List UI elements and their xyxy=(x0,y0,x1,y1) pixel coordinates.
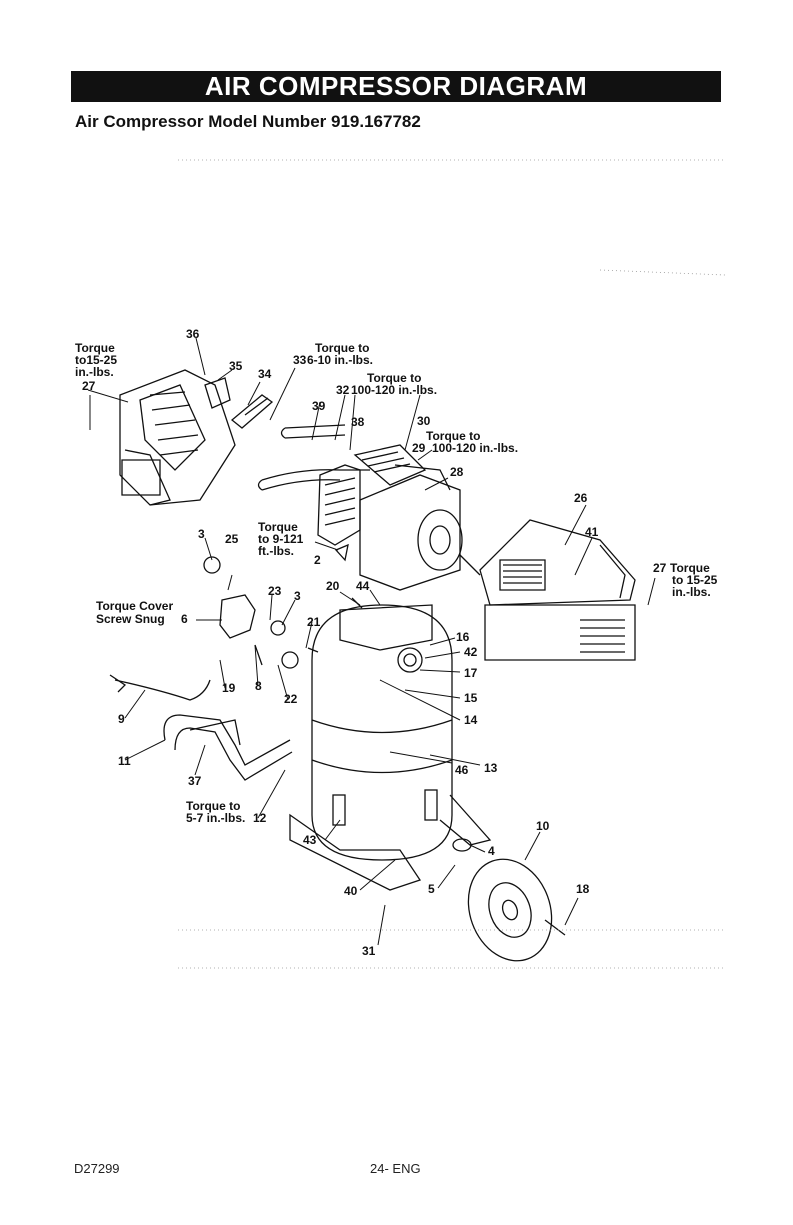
note-torque33-line2: 6-10 in.-lbs. xyxy=(307,353,373,367)
part-label-42: 42 xyxy=(464,645,478,659)
part-label-26: 26 xyxy=(574,491,588,505)
part-label-11: 11 xyxy=(118,754,131,768)
part-label-41: 41 xyxy=(585,525,599,539)
part-label-22: 22 xyxy=(284,692,298,706)
note-torque27r-line2: to 15-25 xyxy=(672,573,718,587)
document-code: D27299 xyxy=(74,1161,120,1176)
part-number-labels: 36 35 34 33 32 39 38 30 29 28 26 41 27 2… xyxy=(82,327,667,958)
part-label-30: 30 xyxy=(417,414,431,428)
part-label-9: 9 xyxy=(118,712,125,726)
part-label-29: 29 xyxy=(412,441,426,455)
wheel-drawing xyxy=(452,838,566,962)
part-label-3: 3 xyxy=(198,527,205,541)
note-torque27r-line1: Torque xyxy=(670,561,710,575)
part-label-46: 46 xyxy=(455,763,469,777)
note-torque32-line2: 100-120 in.-lbs. xyxy=(351,383,437,397)
part-label-25: 25 xyxy=(225,532,239,546)
part-label-43: 43 xyxy=(303,833,317,847)
part-label-31: 31 xyxy=(362,944,376,958)
tank-drawing xyxy=(289,604,492,891)
part-label-44: 44 xyxy=(356,579,370,593)
note-torque2-line2: to 9-121 xyxy=(258,532,304,546)
part-label-27-right: 27 xyxy=(653,561,667,575)
part-label-17: 17 xyxy=(464,666,478,680)
handle-drawing xyxy=(163,714,293,781)
note-torque-left-line2: to15-25 xyxy=(75,353,117,367)
note-cover-line1: Torque Cover xyxy=(96,599,173,613)
part-label-21: 21 xyxy=(307,615,321,629)
right-shroud-drawing xyxy=(479,519,636,661)
part-label-27: 27 xyxy=(82,379,96,393)
diagram-title-bar: AIR COMPRESSOR DIAGRAM xyxy=(71,71,721,102)
note-torque29-line2: 100-120 in.-lbs. xyxy=(432,441,518,455)
note-torque-left-line1: Torque xyxy=(75,341,115,355)
part-label-10: 10 xyxy=(536,819,550,833)
part-label-33: 33 xyxy=(293,353,307,367)
part-label-32: 32 xyxy=(336,383,350,397)
note-torque12-line1: Torque to xyxy=(186,799,240,813)
part-label-35: 35 xyxy=(229,359,243,373)
part-label-40: 40 xyxy=(344,884,358,898)
page-number: 24- ENG xyxy=(370,1161,421,1176)
part-label-4: 4 xyxy=(488,844,495,858)
part-label-36: 36 xyxy=(186,327,200,341)
note-torque32-line1: Torque to xyxy=(367,371,421,385)
part-label-8: 8 xyxy=(255,679,262,693)
model-number-subtitle: Air Compressor Model Number 919.167782 xyxy=(75,112,421,131)
pump-drawing xyxy=(317,444,427,546)
note-torque33-line1: Torque to xyxy=(315,341,369,355)
part-label-34: 34 xyxy=(258,367,272,381)
part-label-37: 37 xyxy=(188,774,202,788)
part-label-20: 20 xyxy=(326,579,340,593)
left-shroud-drawing xyxy=(119,369,236,506)
motor-drawing xyxy=(359,464,463,591)
note-torque2-line3: ft.-lbs. xyxy=(258,544,294,558)
part-label-2: 2 xyxy=(314,553,321,567)
part-label-18: 18 xyxy=(576,882,590,896)
part-label-13: 13 xyxy=(484,761,498,775)
part-label-39: 39 xyxy=(312,399,326,413)
part-label-5: 5 xyxy=(428,882,435,896)
part-label-6: 6 xyxy=(181,612,188,626)
part-label-16: 16 xyxy=(456,630,470,644)
torque-notes: Torque to15-25 in.-lbs. Torque to 6-10 i… xyxy=(75,341,718,825)
note-torque27r-line3: in.-lbs. xyxy=(672,585,711,599)
note-torque-left-line3: in.-lbs. xyxy=(75,365,114,379)
part-label-19: 19 xyxy=(222,681,236,695)
part-label-12: 12 xyxy=(253,811,267,825)
part-label-28: 28 xyxy=(450,465,464,479)
part-label-23: 23 xyxy=(268,584,282,598)
part-label-14: 14 xyxy=(464,713,478,727)
part-label-15: 15 xyxy=(464,691,478,705)
note-cover-line2: Screw Snug xyxy=(96,612,165,626)
note-torque2-line1: Torque xyxy=(258,520,298,534)
part-label-3b: 3 xyxy=(294,589,301,603)
part-label-38: 38 xyxy=(351,415,365,429)
note-torque12-line2: 5-7 in.-lbs. xyxy=(186,811,245,825)
note-torque29-line1: Torque to xyxy=(426,429,480,443)
